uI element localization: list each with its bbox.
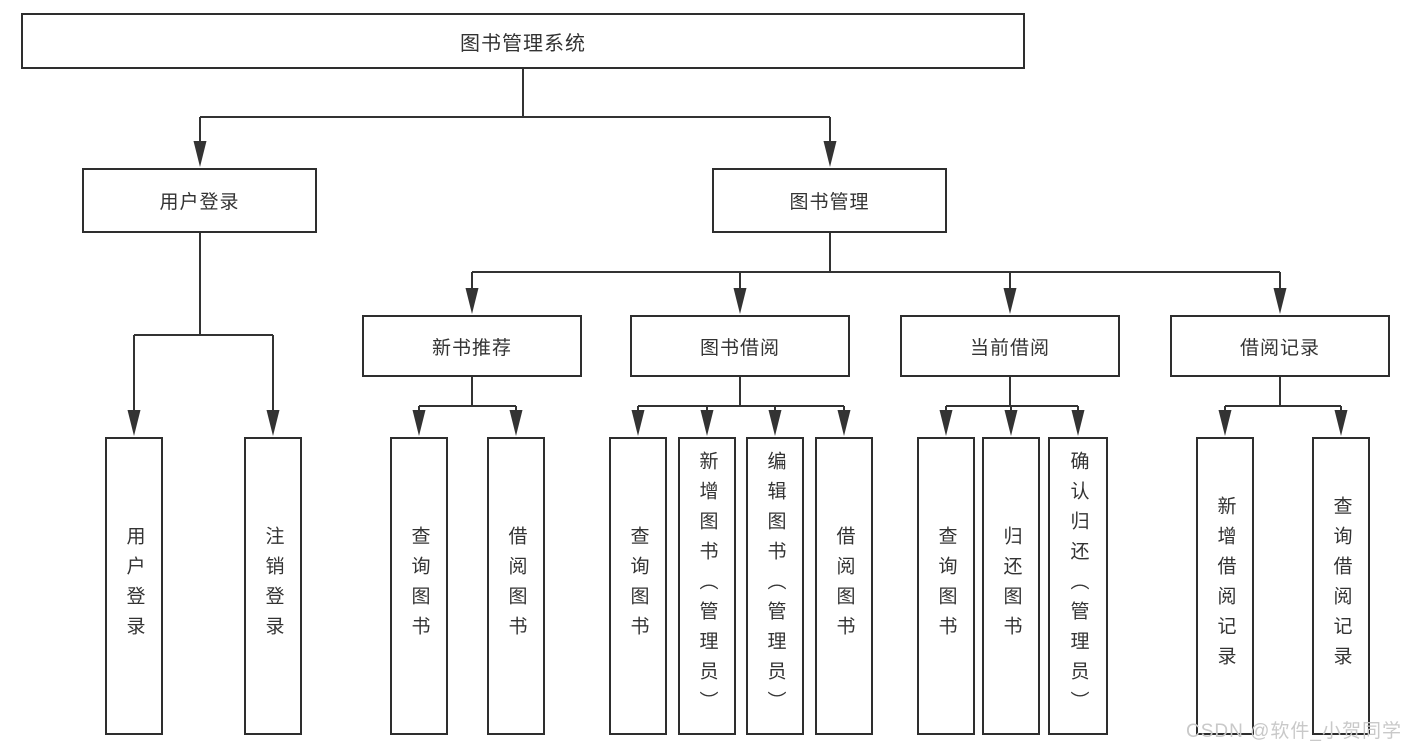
leaf-label: 借阅图书 xyxy=(833,526,855,646)
connector-book-mgmt-to-level3 xyxy=(471,233,1281,310)
leaf-label: 查询借阅记录 xyxy=(1330,496,1352,676)
leaf-add-borrow-record: 新增借阅记录 xyxy=(1196,437,1254,735)
node-root-system: 图书管理系统 xyxy=(21,13,1025,69)
connector-root-to-level2 xyxy=(199,69,831,163)
node-borrowing-records: 借阅记录 xyxy=(1170,315,1390,377)
leaf-label: 新增图书（管理员） xyxy=(696,451,718,721)
node-label: 用户登录 xyxy=(159,192,240,213)
leaf-label: 查询图书 xyxy=(408,526,430,646)
leaf-query-borrow-record: 查询借阅记录 xyxy=(1312,437,1370,735)
connector-borrow-records-to-leaves xyxy=(1224,377,1342,432)
node-book-management: 图书管理 xyxy=(712,168,947,233)
leaf-return-books: 归还图书 xyxy=(982,437,1040,735)
node-root-label: 图书管理系统 xyxy=(460,32,586,55)
leaf-label: 查询图书 xyxy=(627,526,649,646)
leaf-query-books: 查询图书 xyxy=(609,437,667,735)
leaf-edit-books-admin: 编辑图书（管理员） xyxy=(746,437,804,735)
node-label: 图书管理 xyxy=(789,192,870,213)
leaf-user-login: 用户登录 xyxy=(105,437,163,735)
leaf-confirm-return-admin: 确认归还（管理员） xyxy=(1048,437,1108,735)
leaf-add-books-admin: 新增图书（管理员） xyxy=(678,437,736,735)
leaf-label: 确认归还（管理员） xyxy=(1067,451,1089,721)
leaf-label: 新增借阅记录 xyxy=(1214,496,1236,676)
connector-book-borrow-to-leaves xyxy=(637,377,845,432)
leaf-query-books: 查询图书 xyxy=(917,437,975,735)
connector-user-login-to-leaves xyxy=(133,233,274,432)
node-book-borrowing: 图书借阅 xyxy=(630,315,850,377)
node-label: 当前借阅 xyxy=(969,337,1050,359)
connector-new-book-to-leaves xyxy=(418,377,517,432)
node-label: 新书推荐 xyxy=(431,337,512,359)
leaf-label: 查询图书 xyxy=(935,526,957,646)
leaf-borrow-books: 借阅图书 xyxy=(815,437,873,735)
leaf-query-books: 查询图书 xyxy=(390,437,448,735)
node-label: 图书借阅 xyxy=(699,337,780,359)
leaf-label: 归还图书 xyxy=(1000,526,1022,646)
csdn-watermark: CSDN @软件_小贺同学 xyxy=(1186,721,1402,742)
leaf-label: 用户登录 xyxy=(123,526,145,646)
leaf-borrow-books: 借阅图书 xyxy=(487,437,545,735)
node-new-book-recommend: 新书推荐 xyxy=(362,315,582,377)
node-user-login: 用户登录 xyxy=(82,168,317,233)
leaf-label: 编辑图书（管理员） xyxy=(764,451,786,721)
leaf-logout: 注销登录 xyxy=(244,437,302,735)
leaf-label: 借阅图书 xyxy=(505,526,527,646)
node-current-borrowing: 当前借阅 xyxy=(900,315,1120,377)
node-label: 借阅记录 xyxy=(1239,337,1320,359)
arrowheads xyxy=(127,141,1348,436)
leaf-label: 注销登录 xyxy=(262,526,284,646)
